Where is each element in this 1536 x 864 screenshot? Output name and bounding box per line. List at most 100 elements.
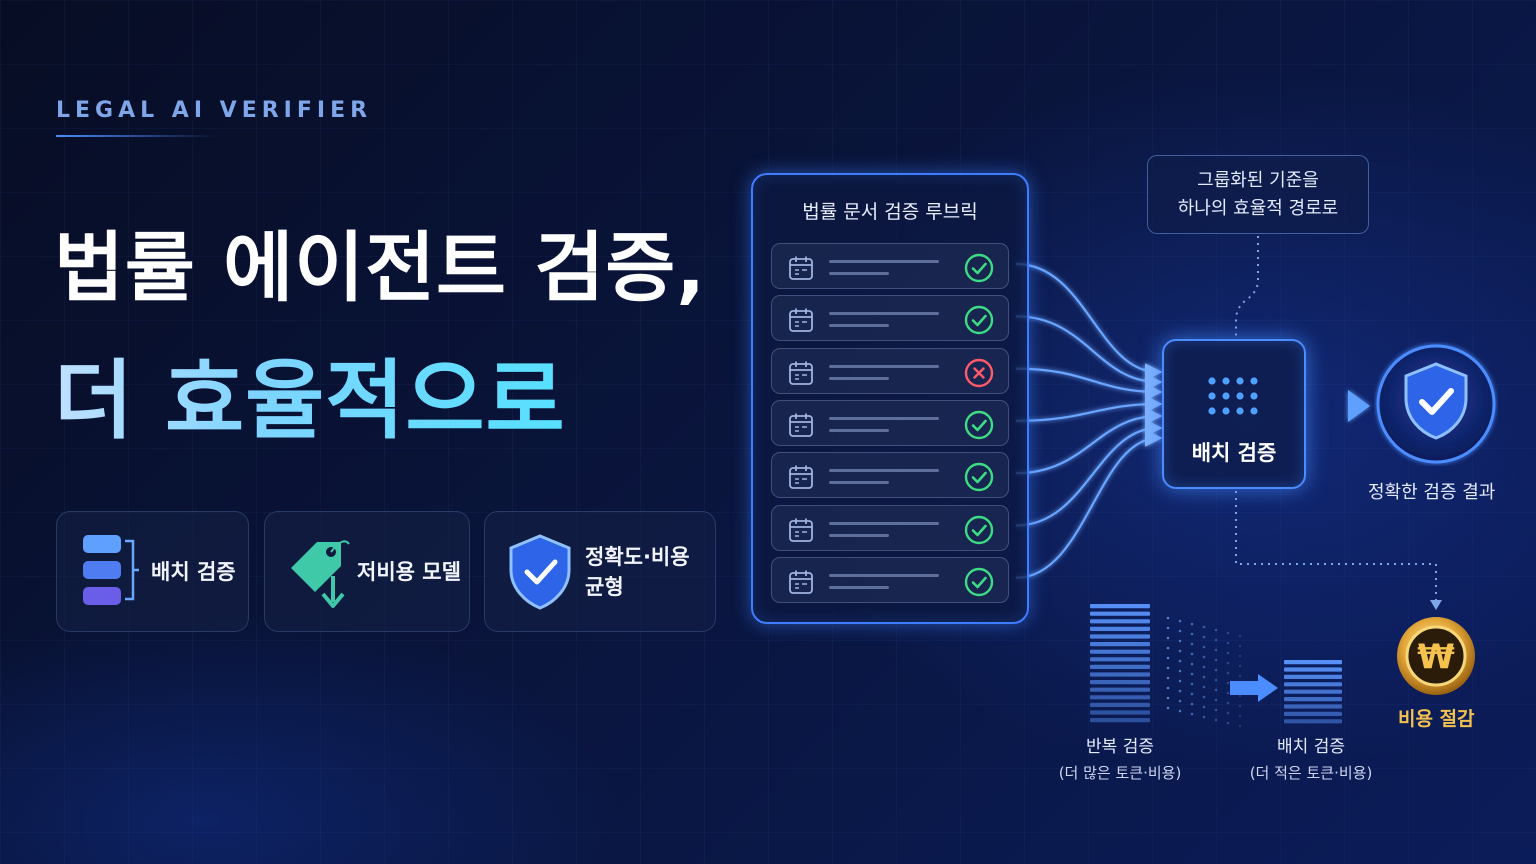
- placeholder-line: [829, 324, 889, 328]
- token-dot: [1214, 638, 1218, 642]
- won-coin-icon: ₩: [1397, 617, 1475, 695]
- token-bar: [1090, 687, 1150, 692]
- token-dot: [1214, 658, 1218, 662]
- rubric-item: [771, 556, 1009, 603]
- check-circle-icon: [964, 253, 994, 283]
- batch-verify-label: 배치 검증: [1191, 441, 1277, 465]
- check-circle-icon: [964, 515, 994, 544]
- token-dot: [1238, 634, 1242, 638]
- token-bar: [1090, 626, 1150, 631]
- token-dot: [1202, 655, 1206, 659]
- grouping-callout: 그룹화된 기준을 하나의 효율적 경로로: [1147, 155, 1369, 234]
- feature-card-lowcost: 저비용 모델: [264, 511, 470, 632]
- placeholder-line: [829, 573, 939, 577]
- token-bar: [1284, 689, 1342, 694]
- result-label: 정확한 검증 결과: [1368, 482, 1496, 503]
- token-bar: [1284, 704, 1342, 709]
- token-dot: [1226, 711, 1230, 715]
- token-dot: [1238, 714, 1242, 718]
- token-dot: [1238, 704, 1242, 708]
- brand-underline: [56, 135, 216, 137]
- token-bar: [1284, 660, 1342, 665]
- token-dot: [1226, 651, 1230, 655]
- check-circle-icon: [964, 306, 994, 335]
- token-dot: [1226, 671, 1230, 675]
- token-dot: [1178, 629, 1182, 633]
- token-bar: [1284, 697, 1342, 702]
- comparison-right-title: 배치 검증: [1277, 737, 1345, 757]
- calendar-icon: [789, 413, 813, 437]
- token-bar: [1090, 649, 1150, 654]
- token-bar: [1090, 672, 1150, 677]
- rubric-item: [771, 399, 1009, 446]
- token-dot: [1190, 682, 1194, 686]
- flow-curve: [1015, 367, 1163, 401]
- token-bar: [1090, 634, 1150, 639]
- token-dot: [1166, 656, 1170, 660]
- rubric-title: 법률 문서 검증 루브릭: [802, 201, 978, 223]
- token-dot: [1214, 648, 1218, 652]
- token-bar: [1284, 674, 1342, 679]
- token-dot: [1202, 715, 1206, 719]
- token-dot: [1202, 635, 1206, 639]
- placeholder-line: [829, 481, 889, 485]
- callout-line-2: 하나의 효율적 경로로: [1177, 198, 1339, 219]
- token-dot: [1190, 712, 1194, 716]
- placeholder-line: [829, 469, 939, 473]
- token-dot: [1166, 626, 1170, 630]
- placeholder-line: [829, 260, 939, 263]
- token-bar: [1090, 604, 1150, 609]
- token-dot: [1178, 689, 1182, 693]
- token-dot: [1166, 686, 1170, 690]
- x-circle-icon: [964, 358, 994, 387]
- token-dot: [1190, 672, 1194, 676]
- calendar-icon: [789, 308, 813, 333]
- token-dot: [1190, 662, 1194, 666]
- token-dot: [1166, 676, 1170, 680]
- headline-line-1: 법률 에이전트 검증,: [54, 223, 707, 312]
- token-bar: [1284, 667, 1342, 672]
- token-dot: [1238, 644, 1242, 648]
- price-tag-icon: [291, 539, 350, 608]
- calendar-icon: [789, 570, 813, 594]
- token-dot: [1238, 674, 1242, 678]
- token-dot: [1226, 661, 1230, 665]
- token-bar: [1090, 718, 1150, 723]
- token-dot: [1238, 664, 1242, 668]
- token-dot: [1214, 668, 1218, 672]
- rubric-item: [771, 347, 1009, 394]
- placeholder-line: [829, 376, 889, 380]
- token-dot: [1202, 665, 1206, 669]
- token-dot: [1214, 678, 1218, 682]
- token-dot: [1190, 632, 1194, 636]
- token-dot: [1214, 698, 1218, 702]
- token-dot: [1226, 701, 1230, 705]
- comparison-right: 배치 검증 (더 적은 토큰·비용): [1238, 734, 1384, 786]
- token-dot: [1178, 649, 1182, 653]
- token-dot: [1214, 718, 1218, 722]
- token-dot: [1214, 628, 1218, 632]
- token-dot: [1178, 639, 1182, 643]
- token-dot: [1238, 724, 1242, 728]
- token-dot: [1178, 679, 1182, 683]
- feature-card-batch: 배치 검증: [56, 511, 249, 632]
- flow-curve: [1015, 407, 1163, 475]
- flow-curve: [1015, 429, 1163, 579]
- placeholder-line: [829, 533, 889, 537]
- check-circle-icon: [964, 410, 994, 440]
- token-dot: [1178, 699, 1182, 703]
- token-dot: [1226, 691, 1230, 695]
- flow-curve: [1015, 262, 1163, 381]
- token-bar: [1090, 657, 1150, 662]
- token-dot: [1178, 709, 1182, 713]
- token-bar: [1090, 695, 1150, 700]
- comparison-right-sub: (더 적은 토큰·비용): [1249, 764, 1373, 782]
- callout-line-1: 그룹화된 기준을: [1197, 170, 1319, 191]
- token-dot: [1166, 646, 1170, 650]
- flow-curve: [1015, 419, 1163, 527]
- calendar-icon: [789, 465, 813, 490]
- calendar-icon: [789, 256, 813, 280]
- won-symbol: ₩: [1417, 637, 1455, 677]
- token-bar: [1284, 711, 1342, 716]
- token-bar: [1284, 682, 1342, 687]
